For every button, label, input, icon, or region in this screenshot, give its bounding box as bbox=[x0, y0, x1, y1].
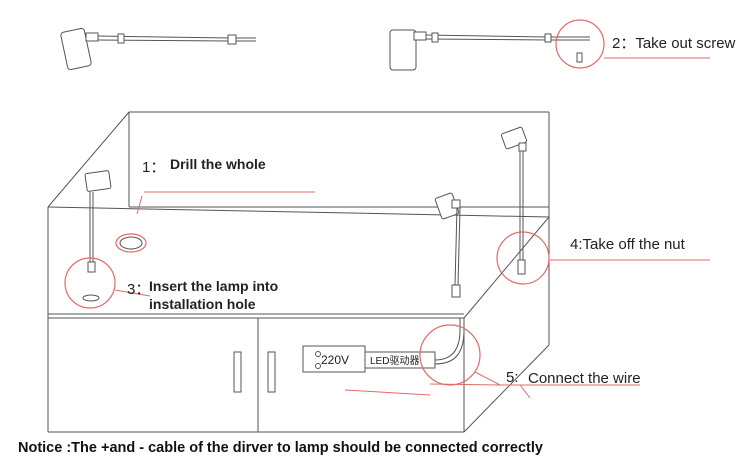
lamp-installed-left bbox=[82, 170, 112, 302]
step5-label: Connect the wire bbox=[528, 370, 641, 387]
lamp-installed-middle bbox=[434, 192, 461, 298]
lamp-installed-right bbox=[500, 126, 528, 275]
step1-number: 1： bbox=[142, 159, 166, 176]
step5-number: 5: bbox=[506, 369, 519, 386]
nut-highlight-circle bbox=[496, 231, 550, 285]
drilled-hole bbox=[119, 236, 143, 250]
screw-highlight-circle bbox=[555, 19, 605, 69]
install-hole-highlight bbox=[64, 257, 116, 309]
driver-label: LED驱动器 bbox=[370, 355, 419, 367]
step4-label: 4:Take off the nut bbox=[570, 236, 685, 253]
wire-highlight-circle bbox=[419, 324, 481, 386]
step3-label-line1: Insert the lamp into bbox=[149, 278, 279, 294]
driver-voltage: 220V bbox=[321, 353, 349, 367]
drill-highlight-circle bbox=[115, 233, 147, 253]
step3-number: 3： bbox=[127, 281, 151, 298]
wiring bbox=[302, 318, 465, 373]
step2-label: 2：Take out screw bbox=[612, 35, 736, 52]
notice-text: Notice :The +and - cable of the dirver t… bbox=[18, 440, 543, 456]
lamp-illustration-1 bbox=[60, 27, 256, 71]
step3-label-line2: installation hole bbox=[149, 296, 256, 312]
step1-label: Drill the whole bbox=[170, 156, 266, 172]
cabinet bbox=[47, 111, 550, 433]
lamp-illustration-2 bbox=[389, 29, 590, 71]
